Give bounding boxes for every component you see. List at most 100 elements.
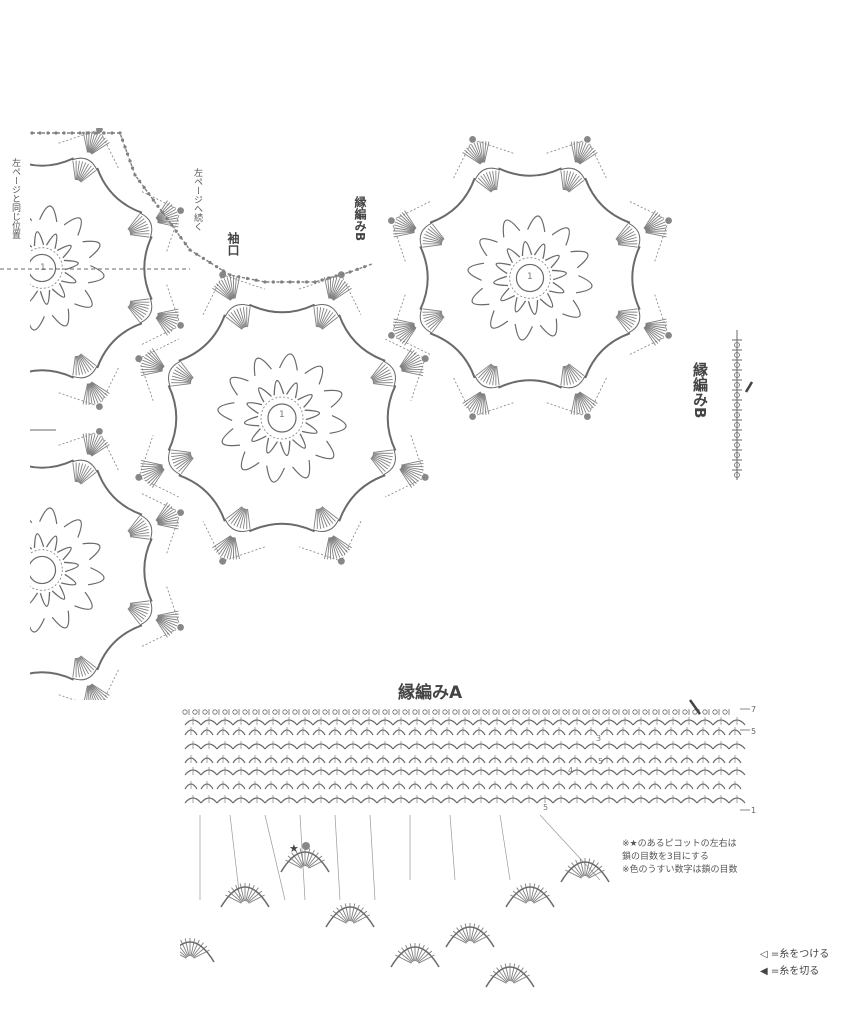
inner-petal — [521, 241, 533, 257]
scallop-stitch — [585, 858, 591, 877]
outer-arc — [143, 538, 153, 602]
point-stitch — [89, 436, 102, 456]
chain-stitch — [182, 709, 188, 715]
point-stitch — [482, 141, 485, 163]
scallop-stitch — [496, 967, 508, 983]
point-stitch — [644, 218, 664, 231]
chain-stitch — [412, 709, 418, 715]
point-stitch — [645, 323, 667, 326]
center-ring-stitches — [21, 549, 63, 591]
scallop-stitch — [415, 943, 421, 962]
fan-stitch — [477, 177, 493, 192]
fan-edge — [627, 307, 641, 334]
fan-stitch — [565, 365, 572, 385]
point-stitch — [464, 149, 482, 165]
chain-stitch — [232, 709, 238, 715]
edge-a-count-4: 4 — [568, 766, 574, 775]
scallop-stitch — [571, 862, 583, 878]
point-stitch — [484, 393, 490, 415]
fan-stitch — [129, 606, 147, 618]
chain-stitch — [542, 709, 548, 715]
point-stitch — [157, 615, 179, 618]
fan-stitch — [129, 605, 149, 612]
guide-arrow — [449, 814, 456, 881]
fan-stitch — [78, 465, 90, 483]
point-stitch — [470, 144, 483, 164]
inner-petal — [61, 573, 77, 586]
point-stitch — [143, 357, 164, 369]
point-stitch — [140, 465, 163, 468]
bottom-mask — [0, 1016, 845, 1024]
edge-stitch-line-top — [30, 131, 373, 284]
left-page-continue-label: 左ページへ続く — [192, 168, 202, 231]
fan-stitch — [616, 225, 631, 241]
point-stitch — [578, 147, 594, 164]
point-stitch — [329, 537, 335, 560]
outer-arc — [96, 624, 143, 671]
chain-stitch — [642, 709, 648, 715]
mid-petal — [39, 507, 58, 525]
flower-motif-center — [135, 271, 429, 565]
mid-petal — [292, 459, 311, 479]
point-stitch — [155, 202, 171, 220]
fan-stitch — [319, 508, 328, 528]
inner-petal — [493, 275, 509, 287]
point-stitch — [157, 315, 178, 325]
fan-stitch — [317, 307, 322, 328]
point-stitch — [393, 324, 415, 329]
edge-stitch — [137, 179, 142, 183]
point-stitch — [141, 362, 163, 370]
scallop-stitch — [287, 855, 303, 868]
edge-stitch — [334, 274, 338, 278]
edge-stitch — [130, 166, 135, 170]
fan-stitch — [617, 236, 637, 243]
point-stitch — [90, 382, 106, 399]
point-stitch — [331, 281, 346, 300]
point-stitch — [218, 536, 233, 555]
chain-stitch — [262, 709, 268, 715]
chain-stitch — [552, 709, 558, 715]
fan-edge — [474, 167, 501, 181]
flower-motif-right — [388, 136, 672, 420]
picot-dot — [177, 624, 184, 631]
point-stitch — [644, 325, 664, 338]
fan-stitch — [79, 354, 92, 371]
chain-stitch — [432, 709, 438, 715]
point-stitch — [147, 468, 164, 484]
point-stitch — [577, 142, 587, 163]
point-stitch — [90, 139, 108, 155]
mid-petal — [570, 250, 589, 269]
point-stitch — [91, 444, 110, 457]
scallop-stitch — [247, 890, 263, 903]
point-stitch — [644, 326, 663, 340]
outer-arc — [248, 303, 316, 314]
fan-stitch — [129, 304, 147, 316]
outer-arc — [248, 522, 316, 533]
picot-dot — [177, 207, 184, 214]
point-stitch — [578, 392, 594, 409]
mid-petal — [278, 353, 298, 371]
point-stitch — [156, 315, 176, 328]
point-stitch — [578, 149, 596, 165]
point-stitch — [229, 537, 235, 560]
edge-stitch — [160, 210, 165, 215]
chain-stitch — [202, 709, 208, 715]
edge-stitch — [170, 223, 174, 227]
fan-edge — [168, 448, 182, 476]
scallop-stitch — [512, 890, 528, 903]
edge-stitch — [147, 192, 151, 196]
mid-petal — [467, 262, 485, 281]
fan-stitch — [228, 506, 243, 522]
fan-stitch — [129, 298, 150, 302]
point-stitch — [156, 204, 173, 220]
edge-stitch — [86, 131, 90, 135]
mid-petal — [315, 440, 335, 460]
fan-stitch — [128, 520, 145, 533]
point-stitch — [157, 522, 179, 525]
chain-stitch — [452, 709, 458, 715]
point-stitch — [157, 516, 179, 524]
fan-stitch — [230, 312, 244, 329]
fan-stitch — [233, 310, 245, 329]
scallop-stitch — [245, 883, 251, 902]
